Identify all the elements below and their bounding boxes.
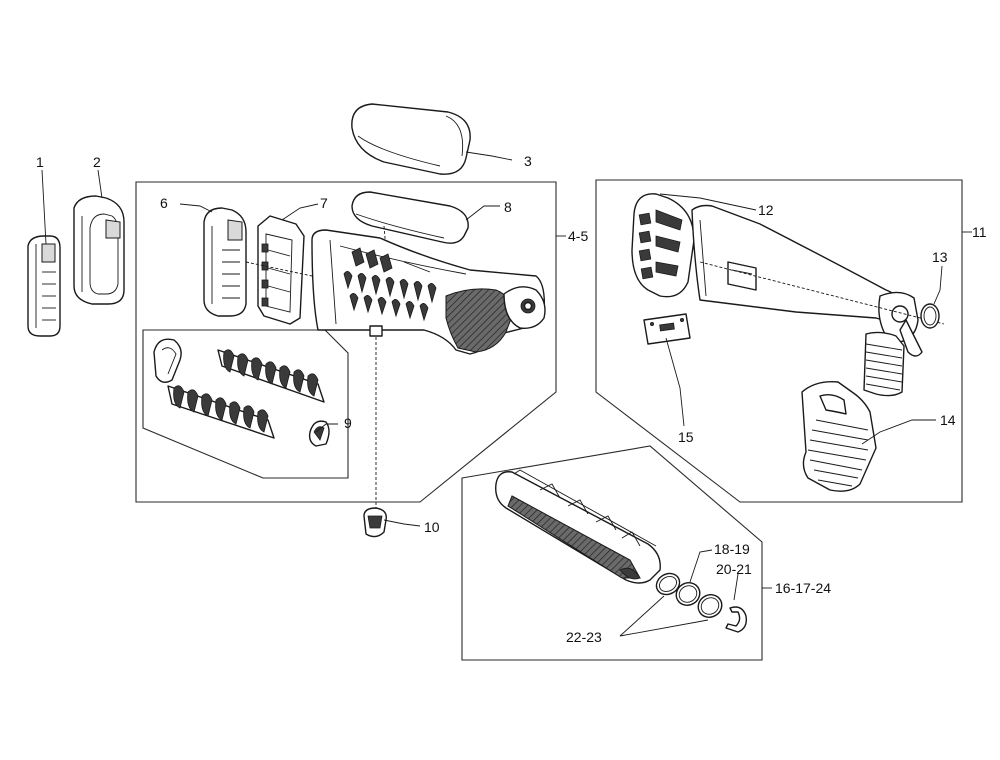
label-part-14: 14 <box>940 412 956 428</box>
group-frame-11 <box>595 179 963 503</box>
group-frame-16-17-24 <box>461 445 763 661</box>
label-part-1: 1 <box>36 154 44 170</box>
pistol-grip-part-14[interactable] <box>801 381 877 492</box>
label-part-18-19: 18-19 <box>714 541 750 557</box>
label-part-11: 11 <box>972 224 987 240</box>
recoil-pad-part-1[interactable] <box>27 235 61 337</box>
recoil-pad-part-6[interactable] <box>203 207 247 317</box>
recoil-pad-part-12[interactable] <box>631 193 695 298</box>
label-part-2: 2 <box>93 154 101 170</box>
buttstock-part-4-5[interactable] <box>311 229 546 355</box>
spacers-part-9[interactable] <box>153 338 330 447</box>
ring-part-22-23-left[interactable] <box>653 569 684 598</box>
label-part-16-17-24: 16-17-24 <box>775 580 831 596</box>
ring-part-18-19[interactable] <box>672 578 704 609</box>
label-part-22-23: 22-23 <box>566 629 602 645</box>
leader-lines <box>41 151 972 637</box>
sling-swivel-part-10[interactable] <box>363 325 387 538</box>
label-part-13: 13 <box>932 249 948 265</box>
spacer-part-7[interactable] <box>257 215 305 325</box>
label-part-20-21: 20-21 <box>716 561 752 577</box>
stock-axis-line <box>699 261 945 325</box>
pad-guide-line <box>245 261 313 277</box>
ring-part-13[interactable] <box>920 303 940 329</box>
group-frame-4-5 <box>135 181 557 503</box>
clip-part-20-21[interactable] <box>725 606 748 633</box>
label-part-4-5: 4-5 <box>568 228 588 244</box>
label-part-8: 8 <box>504 199 512 215</box>
recoil-pad-part-2[interactable] <box>73 195 125 305</box>
buttstock-part-11[interactable] <box>691 204 923 397</box>
label-part-9: 9 <box>344 415 352 431</box>
label-part-6: 6 <box>160 195 168 211</box>
label-part-12: 12 <box>758 202 774 218</box>
plate-part-15[interactable] <box>643 313 691 345</box>
comb-part-8[interactable] <box>351 191 469 244</box>
label-part-10: 10 <box>424 519 440 535</box>
cheek-piece-part-3[interactable] <box>351 103 471 175</box>
forend-part-16-17-24[interactable] <box>495 469 661 584</box>
label-part-7: 7 <box>320 195 328 211</box>
label-part-15: 15 <box>678 429 694 445</box>
ring-part-22-23-right[interactable] <box>694 590 726 621</box>
label-part-3: 3 <box>524 153 532 169</box>
